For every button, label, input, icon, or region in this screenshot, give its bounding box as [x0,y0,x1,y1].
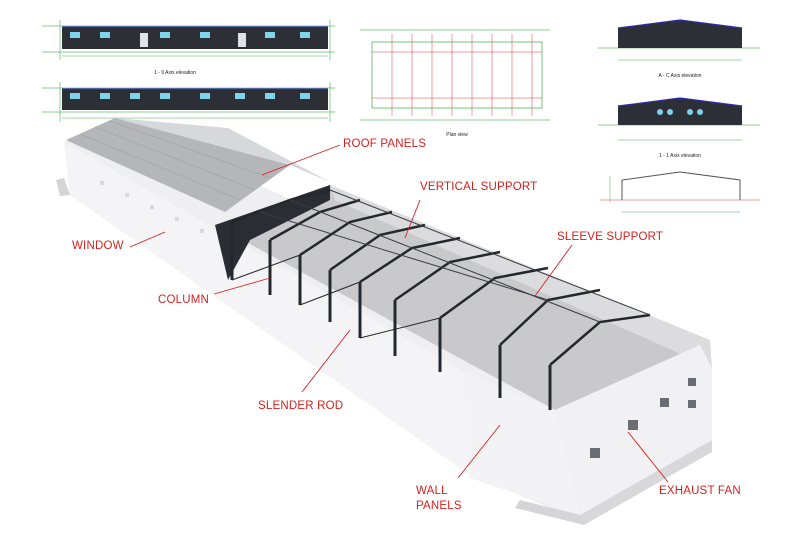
vertical-support-label: VERTICAL SUPPORT [420,181,538,193]
plan-view-caption: Plan view [446,132,468,138]
frame-section-drawing [600,171,760,213]
leader-lines [129,144,669,483]
rear-elevation-drawing [42,82,335,122]
roof-panels-label: ROOF PANELS [343,138,427,150]
side-elevation2-caption: 1 - 1 Axis elevation [659,153,701,159]
side-elevation-caption: A - C Axis elevation [658,73,701,79]
sleeve-support-label: SLEEVE SUPPORT [557,231,664,243]
window-label: WINDOW [72,240,124,252]
slender-rod-label: SLENDER ROD [258,400,344,412]
warehouse-3d-model [56,118,712,525]
exhaust-fan-icon [590,378,696,458]
exhaust-fan-label: EXHAUST FAN [659,485,741,497]
plan-view-drawing [360,29,550,121]
column-label: COLUMN [158,294,210,306]
wall-panels-label-line2: PANELS [416,500,462,512]
front-elevation-caption: 1 - 9 Axis elevation [154,70,196,76]
side-elevation2-drawing [598,97,760,141]
wall-panels-label-line1: WALL [416,485,448,497]
front-elevation-drawing [42,20,335,60]
side-elevation-drawing [598,19,760,61]
